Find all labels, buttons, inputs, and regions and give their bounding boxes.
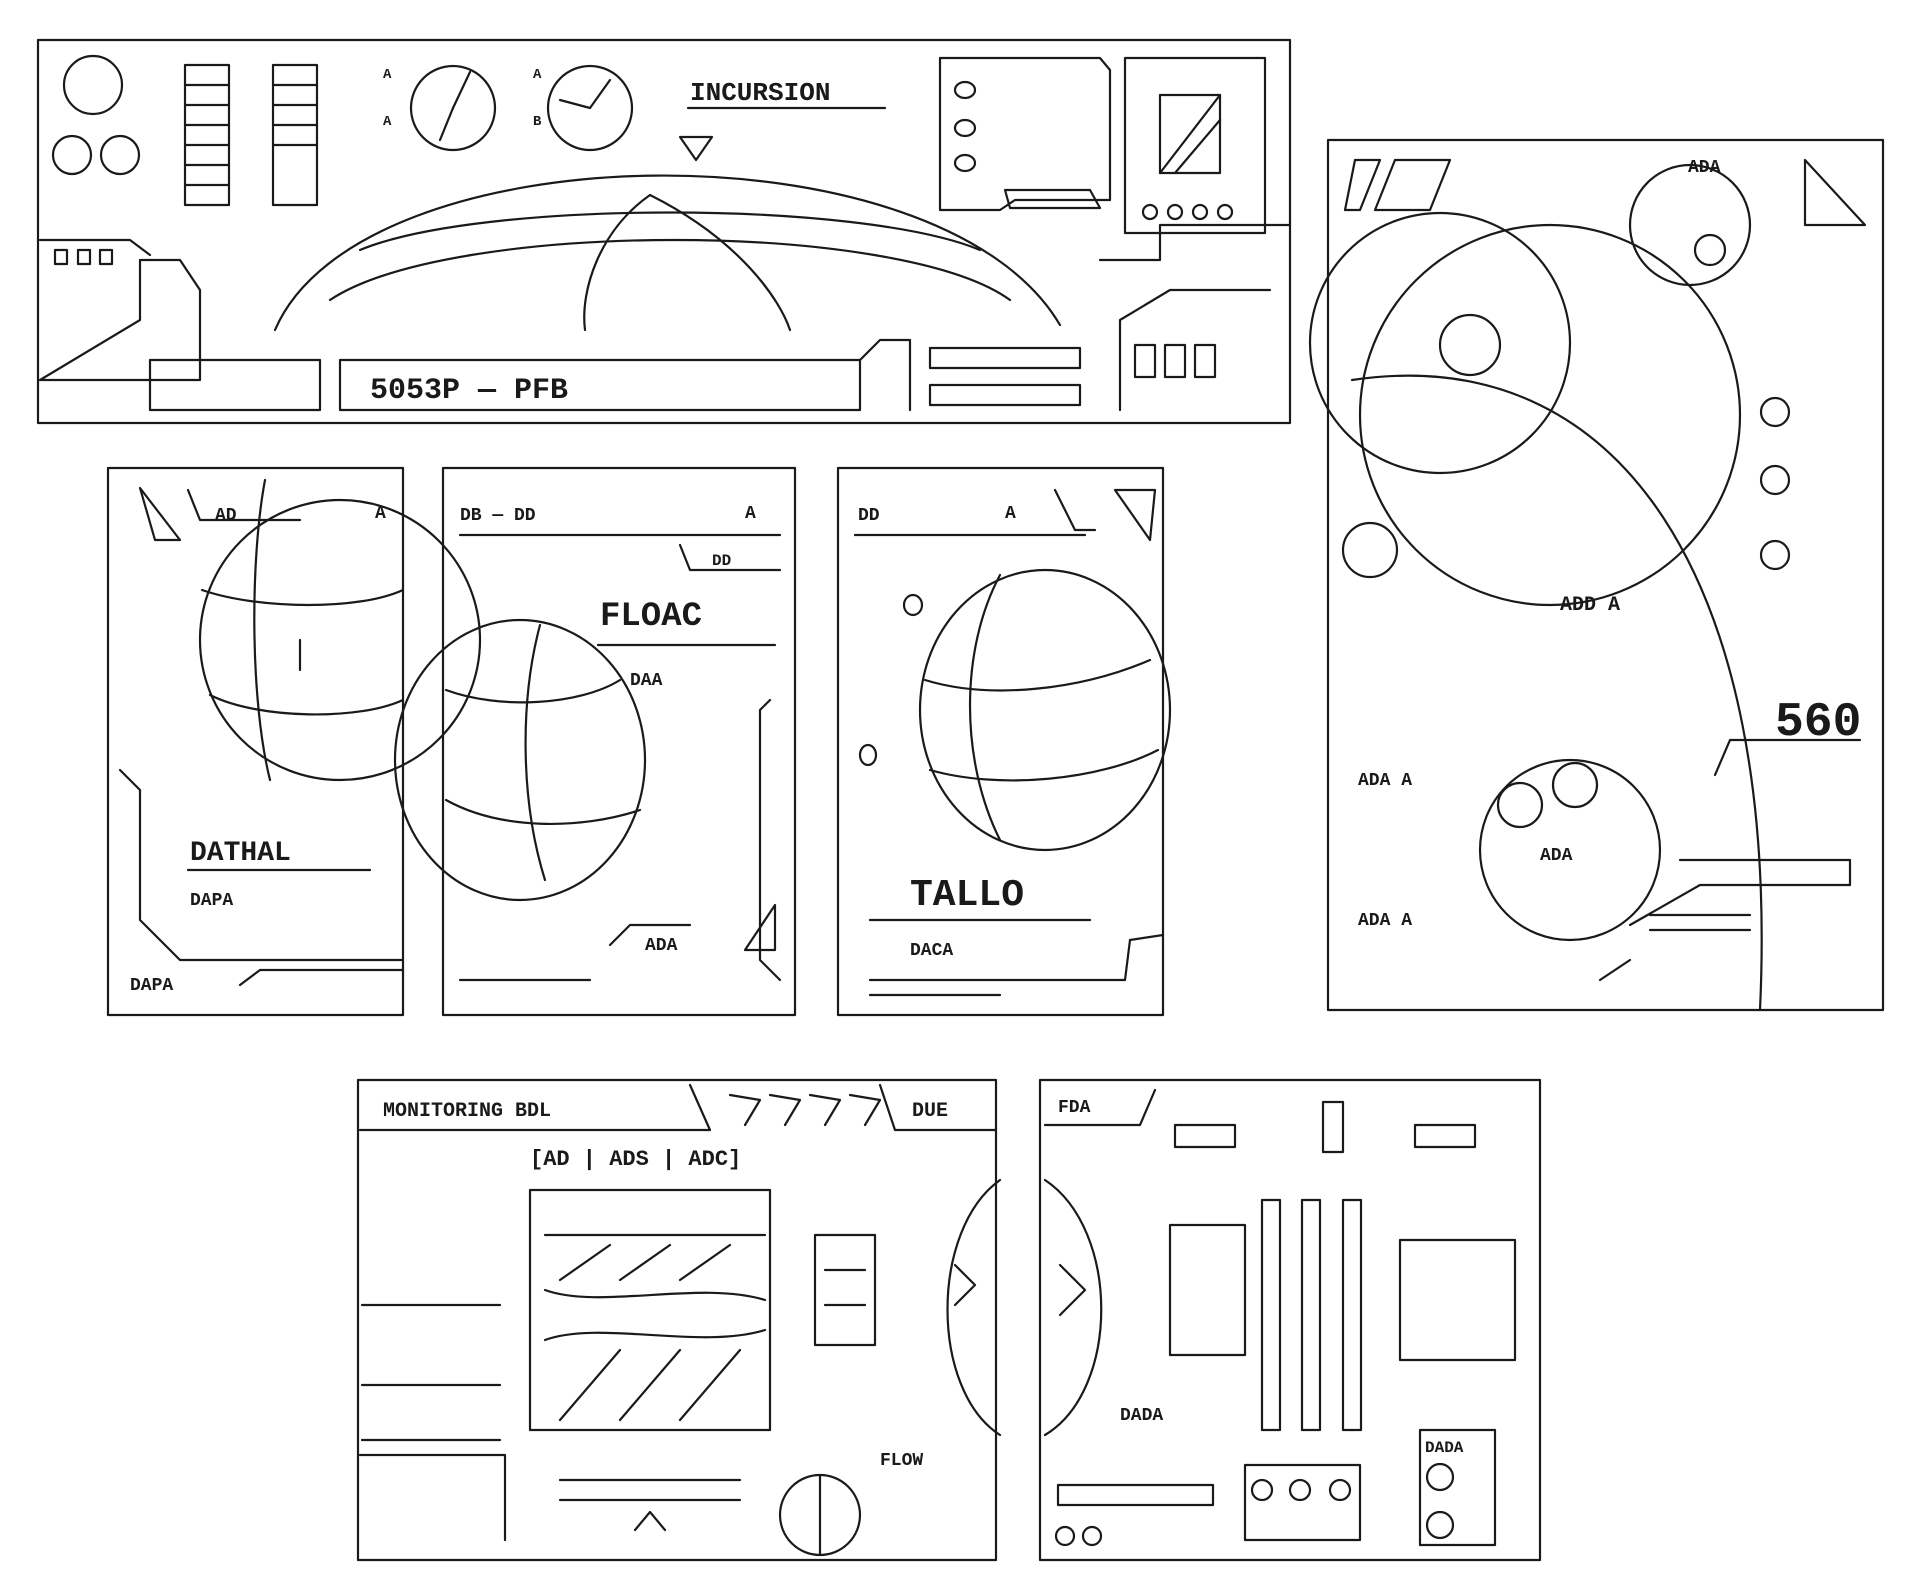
hud-readout: 5053P — PFB: [370, 374, 568, 408]
card-2-sublabel: DAA: [630, 671, 663, 691]
monitoring-tab: DUE: [912, 1100, 948, 1123]
card-3: [836, 466, 1172, 1017]
card-1: [106, 466, 482, 1017]
card-3-mark: A: [1005, 504, 1016, 524]
hud-title: INCURSION: [690, 78, 830, 108]
hud-banner: [36, 38, 1292, 425]
monitoring-panel: [356, 1078, 1002, 1562]
card-2-mark: A: [745, 504, 756, 524]
radar-label-left-1: ADA A: [1358, 771, 1412, 791]
card-2-tab: DD: [712, 552, 731, 570]
card-3-sublabel: DACA: [910, 941, 953, 961]
card-2-label: FLOAC: [600, 598, 702, 636]
monitoring-title: MONITORING BDL: [383, 1100, 551, 1123]
flow-label-2: DADA: [1425, 1439, 1464, 1457]
radar-label-bottom: ADA: [1540, 846, 1573, 866]
radar-label-mid: ADD A: [1560, 594, 1620, 617]
radar-panel: [1308, 138, 1885, 1012]
card-1-sublabel: DAPA: [190, 891, 233, 911]
card-3-label: TALLO: [910, 874, 1024, 917]
radar-label-top: ADA: [1688, 158, 1721, 178]
hud-side-mark-3: A: [533, 67, 542, 83]
radar-label-right: 560: [1775, 696, 1861, 750]
card-1-footer: DAPA: [130, 976, 173, 996]
card-2-header: DB — DD: [460, 506, 536, 526]
hud-side-mark-1: A: [383, 67, 392, 83]
card-3-header: DD: [858, 506, 880, 526]
card-2-corner: ADA: [645, 936, 678, 956]
flow-panel: [1038, 1078, 1542, 1562]
radar-label-left-2: ADA A: [1358, 911, 1412, 931]
hud-side-mark-2: A: [383, 114, 392, 130]
flow-header: FDA: [1058, 1098, 1091, 1118]
hud-side-mark-4: B: [533, 114, 542, 130]
monitoring-flow-label: FLOW: [880, 1451, 923, 1471]
monitoring-filter-bar: [AD | ADS | ADC]: [530, 1147, 741, 1172]
card-2: [393, 466, 797, 1017]
flow-label-1: DADA: [1120, 1406, 1163, 1426]
card-1-header: AD: [215, 506, 237, 526]
card-1-label: DATHAL: [190, 838, 291, 869]
card-1-mark: A: [375, 504, 386, 524]
